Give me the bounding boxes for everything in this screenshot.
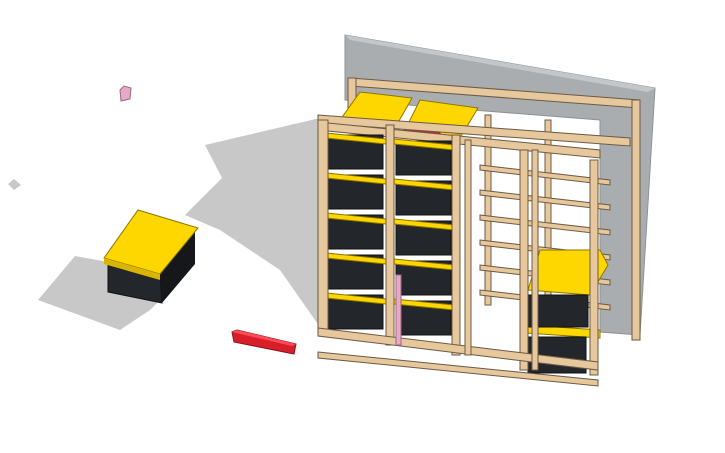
small-shadow: [8, 179, 21, 190]
pink-block[interactable]: [119, 85, 132, 102]
pink-rod-1: [395, 274, 402, 346]
mid-post: [531, 149, 539, 371]
back-panel-top: [345, 35, 655, 92]
shelf-shadow: [185, 118, 322, 330]
front-post: [451, 134, 461, 356]
red-bar-top: [232, 330, 296, 346]
box-side: [160, 232, 195, 303]
box-shadow: [38, 256, 165, 330]
front-post: [519, 149, 529, 371]
back-rail: [479, 214, 611, 236]
drawer: [395, 140, 452, 176]
front-post: [385, 124, 395, 346]
drawer: [395, 220, 452, 256]
back-post: [631, 99, 641, 341]
back-rail: [479, 164, 611, 186]
mid-post: [464, 139, 472, 356]
front-post: [317, 119, 329, 336]
drawer: [395, 180, 452, 216]
front-frame: [317, 114, 631, 387]
back-rail: [479, 189, 611, 211]
front-post: [589, 159, 599, 376]
front-rail-bottom: [317, 327, 599, 371]
box-lid-edge: [104, 258, 160, 280]
box-lid: [103, 209, 199, 275]
front-rail-bottom-2: [317, 351, 599, 387]
